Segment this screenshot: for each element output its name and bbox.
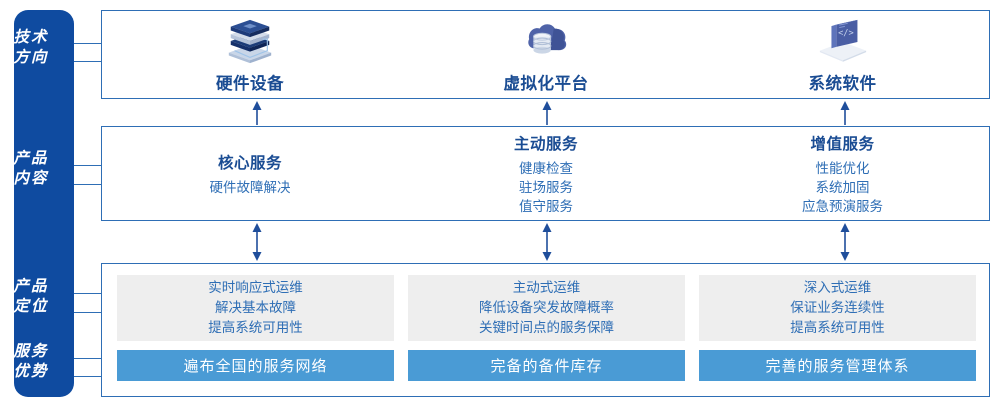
sidebar-label-line1: 产品: [13, 150, 49, 167]
svg-text:</>: </>: [838, 28, 854, 38]
sidebar-label-line2: 方向: [13, 49, 49, 66]
advantage-bar-network[interactable]: 遍布全国的服务网络: [117, 350, 394, 381]
product-content-title: 主动服务: [513, 135, 578, 153]
connector-stub: [74, 43, 102, 44]
position-line: 降低设备突发故障概率: [479, 300, 614, 315]
sidebar-panel: [14, 10, 74, 397]
tech-column-system-software[interactable]: </> 系统软件: [694, 11, 991, 98]
sidebar-item-product-content[interactable]: 产品 内容: [0, 149, 60, 189]
connector-stub: [74, 165, 102, 166]
connector-stub: [74, 358, 102, 359]
advantage-bar-inventory[interactable]: 完备的备件库存: [408, 350, 685, 381]
product-position-advantage-panel: 实时响应式运维 解决基本故障 提高系统可用性 主动式运维 降低设备突发故障概率 …: [101, 263, 990, 397]
server-stack-icon: [228, 19, 272, 63]
advantage-bar-label: 完备的备件库存: [490, 358, 603, 375]
sidebar-label-line2: 内容: [13, 170, 49, 187]
advantage-bar-label: 完善的服务管理体系: [765, 358, 910, 375]
sidebar-label-line1: 服务: [13, 343, 49, 360]
position-box-realtime[interactable]: 实时响应式运维 解决基本故障 提高系统可用性: [117, 275, 394, 341]
position-line: 提高系统可用性: [208, 320, 303, 335]
up-arrow-icon: [542, 101, 552, 125]
position-line: 实时响应式运维: [208, 280, 303, 295]
position-box-proactive[interactable]: 主动式运维 降低设备突发故障概率 关键时间点的服务保障: [408, 275, 685, 341]
sidebar-label-line1: 产品: [13, 278, 49, 295]
connector-stub: [74, 312, 102, 313]
sidebar-label-line1: 技术: [13, 29, 49, 46]
position-line: 解决基本故障: [215, 300, 296, 315]
position-box-deep[interactable]: 深入式运维 保证业务连续性 提高系统可用性: [699, 275, 976, 341]
position-line: 主动式运维: [512, 280, 581, 295]
connector-stub: [74, 184, 102, 185]
position-line: 深入式运维: [803, 280, 872, 295]
sidebar-item-service-advantage[interactable]: 服务 优势: [0, 342, 60, 382]
product-content-item: 驻场服务: [519, 179, 573, 195]
tech-direction-panel: 硬件设备 虚拟化平台: [101, 10, 990, 99]
product-content-item: 硬件故障解决: [209, 179, 291, 195]
sidebar-label-line2: 优势: [13, 363, 49, 380]
position-line: 关键时间点的服务保障: [479, 320, 614, 335]
product-content-column-active[interactable]: 主动服务 健康检查 驻场服务 值守服务: [398, 127, 694, 220]
cloud-database-icon: [528, 23, 567, 54]
advantage-bar-management[interactable]: 完善的服务管理体系: [699, 350, 976, 381]
product-content-column-value-added[interactable]: 增值服务 性能优化 系统加固 应急预演服务: [694, 127, 991, 220]
up-arrow-icon: [840, 101, 850, 125]
double-arrow-icon: [252, 223, 262, 261]
product-content-item: 性能优化: [815, 160, 870, 176]
product-content-title: 核心服务: [217, 154, 282, 172]
position-line: 提高系统可用性: [790, 320, 885, 335]
sidebar-item-product-position[interactable]: 产品 定位: [0, 277, 60, 317]
tech-column-hardware[interactable]: 硬件设备: [102, 11, 398, 98]
connector-stub: [74, 293, 102, 294]
product-content-column-core[interactable]: 核心服务 硬件故障解决: [102, 127, 398, 220]
product-content-item: 应急预演服务: [802, 198, 883, 214]
tech-direction-label: 系统软件: [808, 74, 877, 93]
product-content-item: 健康检查: [519, 160, 573, 176]
sidebar-label-line2: 定位: [13, 298, 49, 315]
product-content-item: 系统加固: [815, 179, 870, 195]
up-arrow-icon: [252, 101, 262, 125]
connector-stub: [74, 61, 102, 62]
product-content-item: 值守服务: [519, 198, 573, 214]
laptop-code-icon: </>: [819, 19, 866, 62]
product-content-panel: 核心服务 硬件故障解决 主动服务 健康检查 驻场服务 值守服务 增值服务 性能优…: [101, 126, 990, 221]
advantage-bar-label: 遍布全国的服务网络: [183, 358, 328, 375]
product-content-title: 增值服务: [810, 135, 875, 153]
position-line: 保证业务连续性: [790, 300, 885, 315]
tech-column-virtualization[interactable]: 虚拟化平台: [398, 11, 694, 98]
connector-stub: [74, 376, 102, 377]
tech-direction-label: 硬件设备: [216, 74, 284, 93]
sidebar-item-tech-direction[interactable]: 技术 方向: [0, 28, 60, 68]
double-arrow-icon: [840, 223, 850, 261]
double-arrow-icon: [542, 223, 552, 261]
tech-direction-label: 虚拟化平台: [503, 74, 589, 93]
